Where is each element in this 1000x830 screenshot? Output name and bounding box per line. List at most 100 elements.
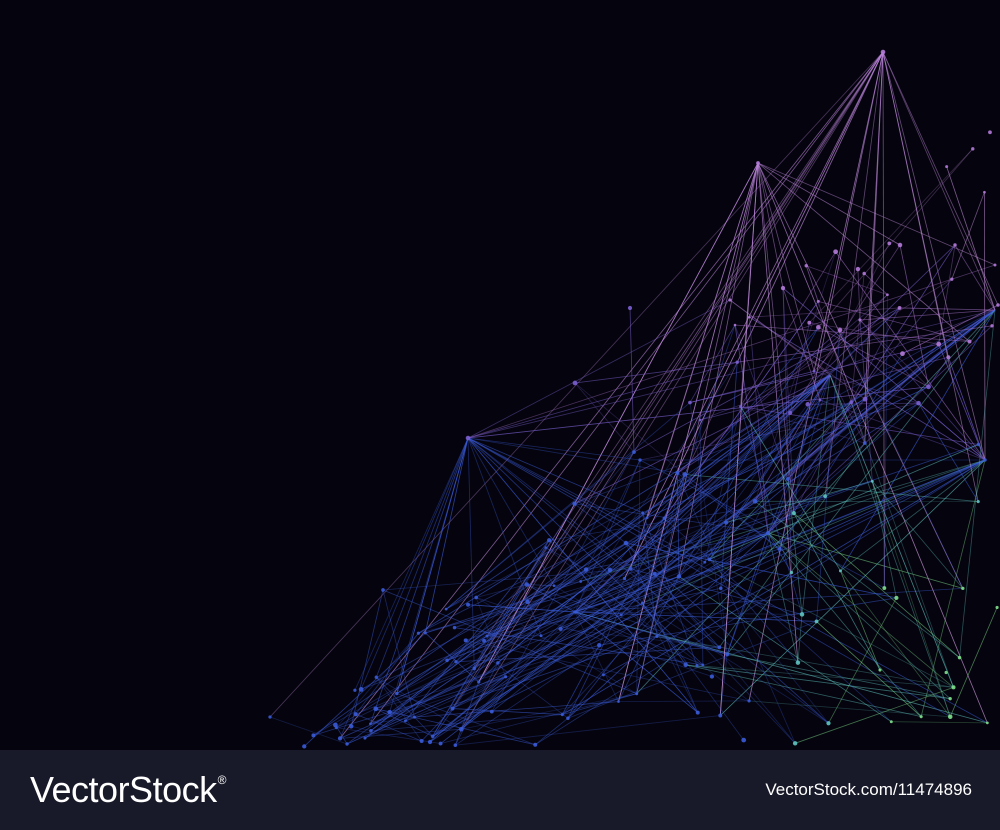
mesh-link — [726, 532, 769, 655]
mesh-link — [370, 51, 884, 725]
mesh-node — [345, 742, 349, 746]
mesh-link — [424, 437, 469, 634]
mesh-node — [268, 715, 272, 719]
mesh-node — [718, 713, 723, 718]
mesh-link — [859, 309, 996, 321]
mesh-node — [765, 530, 771, 536]
mesh-link — [959, 309, 996, 658]
mesh-node — [607, 567, 613, 573]
mesh-link — [757, 162, 795, 514]
mesh-node — [688, 400, 692, 405]
mesh-link — [467, 437, 678, 474]
mesh-link — [767, 532, 963, 589]
mesh-link — [540, 576, 680, 637]
mesh-link — [465, 532, 769, 641]
mesh-link — [370, 635, 488, 732]
mesh-node — [739, 405, 742, 408]
mesh-node — [814, 619, 819, 624]
mesh-link — [809, 148, 974, 323]
mesh-link — [454, 522, 727, 629]
mesh-link — [883, 294, 888, 589]
mesh-link — [636, 474, 686, 694]
mesh-node — [368, 722, 372, 726]
mesh-link — [455, 451, 635, 663]
mesh-link — [405, 636, 658, 722]
mesh-link — [754, 251, 836, 502]
mesh-link — [899, 307, 996, 311]
mesh-link — [699, 309, 996, 421]
mesh-link — [767, 532, 922, 717]
mesh-link — [446, 374, 831, 661]
mesh-node — [454, 660, 458, 664]
mesh-link — [598, 578, 625, 646]
mesh-node — [427, 739, 433, 745]
mesh-node — [395, 691, 399, 696]
mesh-link — [946, 166, 996, 311]
mesh-link — [689, 370, 815, 403]
mesh-node — [560, 713, 564, 717]
mesh-node — [628, 566, 633, 571]
mesh-node — [919, 715, 923, 719]
mesh-link — [807, 243, 890, 405]
mesh-link — [813, 370, 919, 404]
mesh-link — [767, 325, 993, 534]
mesh-node — [552, 584, 556, 588]
mesh-link — [709, 559, 799, 663]
mesh-link — [467, 437, 699, 713]
mesh-link — [467, 361, 738, 439]
mesh-link — [421, 708, 453, 742]
mesh-link — [574, 512, 794, 613]
mesh-node — [566, 716, 570, 720]
mesh-link — [951, 192, 985, 280]
mesh-node — [733, 323, 737, 327]
mesh-link — [754, 374, 831, 502]
mesh-link — [754, 304, 999, 502]
mesh-link — [574, 374, 831, 505]
mesh-link — [418, 374, 831, 634]
mesh-node — [990, 324, 994, 328]
network-mesh-illustration — [268, 49, 1000, 749]
mesh-link — [452, 676, 506, 709]
mesh-node — [988, 130, 992, 135]
mesh-link — [429, 611, 576, 743]
mesh-link — [554, 581, 581, 587]
mesh-link — [642, 512, 658, 637]
mesh-link — [574, 307, 900, 613]
mesh-node — [788, 410, 793, 415]
mesh-link — [560, 628, 720, 648]
mesh-node — [638, 458, 642, 462]
mesh-link — [425, 632, 480, 683]
mesh-node — [358, 687, 364, 692]
mesh-link — [767, 532, 954, 688]
mesh-link — [561, 645, 600, 715]
mesh-link — [335, 632, 419, 728]
mesh-node — [837, 327, 843, 333]
mesh-link — [720, 588, 728, 655]
mesh-link — [646, 162, 759, 518]
mesh-node — [725, 652, 730, 657]
mesh-node — [752, 499, 758, 504]
mesh-link — [918, 402, 986, 461]
mesh-link — [699, 419, 704, 665]
mesh-link — [467, 437, 643, 514]
mesh-link — [454, 578, 625, 629]
mesh-link — [678, 404, 809, 577]
mesh-node — [946, 355, 951, 360]
mesh-link — [818, 326, 929, 388]
mesh-link — [719, 162, 759, 716]
mesh-link — [369, 437, 469, 724]
mesh-node — [709, 674, 715, 679]
mesh-link — [749, 307, 900, 318]
mesh-link — [630, 517, 648, 569]
mesh-link — [757, 162, 784, 289]
mesh-node — [675, 471, 680, 475]
mesh-node — [823, 494, 827, 499]
mesh-node — [983, 190, 986, 194]
mesh-link — [806, 265, 888, 296]
mesh-link — [452, 573, 655, 709]
mesh-node — [676, 574, 682, 579]
mesh-node — [558, 626, 563, 631]
mesh-link — [574, 611, 817, 622]
mesh-link — [478, 51, 884, 683]
mesh-node — [858, 318, 862, 322]
